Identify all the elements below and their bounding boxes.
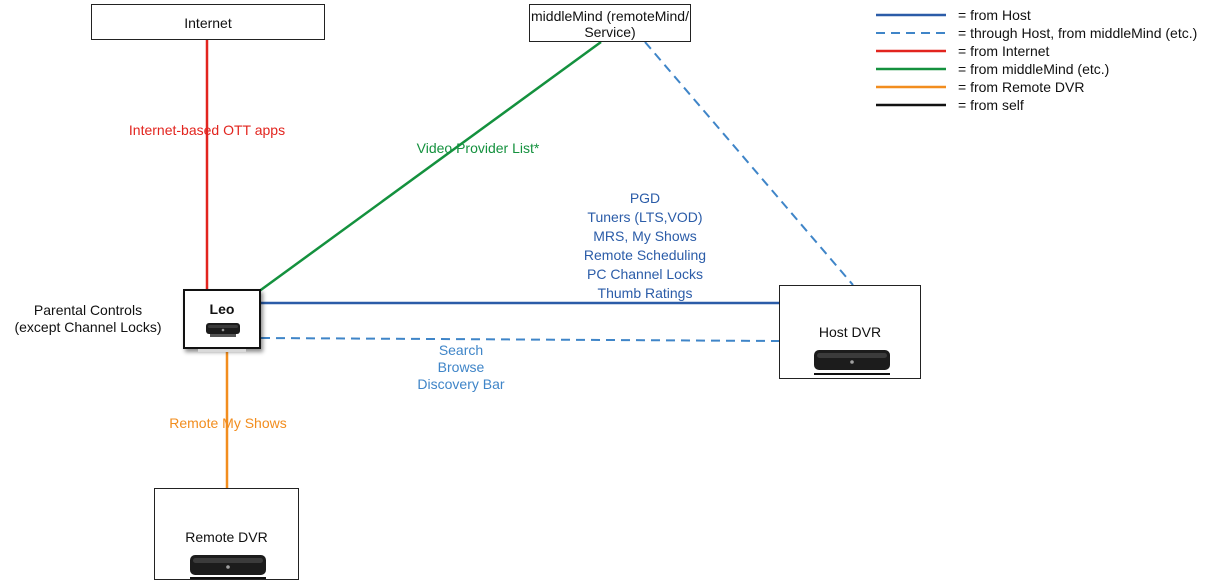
through-host-feature-item: Browse xyxy=(437,359,485,375)
legend-label: = from Internet xyxy=(958,43,1050,59)
remote-my-shows-label: Remote My Shows xyxy=(169,415,287,431)
video-provider-list-label: Video Provider List* xyxy=(416,140,540,156)
through-host-to-leo-dashed-line xyxy=(260,337,780,342)
internet-label: Internet xyxy=(184,15,232,31)
middlemind-to-host-dashed-line xyxy=(644,41,854,286)
legend-row-from-middlemind: = from middleMind (etc.) xyxy=(876,61,1226,77)
legend-label: = from Host xyxy=(958,7,1031,23)
remote-dvr-label: Remote DVR xyxy=(185,529,268,545)
middlemind-label-line2: Service) xyxy=(584,24,636,40)
legend-swatch xyxy=(876,67,946,71)
legend-swatch xyxy=(876,85,946,89)
legend-label: = from Remote DVR xyxy=(958,79,1085,95)
legend-swatch xyxy=(876,103,946,107)
through-host-feature-item: Discovery Bar xyxy=(417,376,505,392)
middlemind-to-leo-line xyxy=(257,40,602,294)
legend-label: = from self xyxy=(958,97,1024,113)
host-feature-item: Thumb Ratings xyxy=(597,285,693,301)
leo-node: Leo xyxy=(183,289,261,349)
remote-dvr-device-icon xyxy=(190,555,266,579)
legend-label: = from middleMind (etc.) xyxy=(958,61,1110,77)
legend-swatch xyxy=(876,49,946,53)
host-feature-item: Remote Scheduling xyxy=(583,247,707,263)
internet-ott-label: Internet-based OTT apps xyxy=(128,122,286,138)
legend-row-from-self: = from self xyxy=(876,97,1226,113)
leo-shadow-base xyxy=(198,349,246,352)
host-dvr-label: Host DVR xyxy=(818,324,882,340)
through-host-feature-item: Search xyxy=(438,342,484,358)
parental-controls-line2: (except Channel Locks) xyxy=(14,319,162,335)
middlemind-label-line1: middleMind (remoteMind/ xyxy=(531,8,689,24)
leo-label: Leo xyxy=(209,301,235,317)
host-dvr-device-icon xyxy=(814,350,890,375)
host-feature-item: Tuners (LTS,VOD) xyxy=(587,209,703,225)
parental-controls-line1: Parental Controls xyxy=(33,302,143,318)
middlemind-node: middleMind (remoteMind/ Service) xyxy=(529,4,691,42)
internet-node: Internet xyxy=(91,4,325,40)
legend-row-from-remote-dvr: = from Remote DVR xyxy=(876,79,1226,95)
legend-row-from-host: = from Host xyxy=(876,7,1226,23)
host-dvr-node: Host DVR xyxy=(779,285,921,379)
host-feature-item: PGD xyxy=(629,190,661,206)
legend-label: = through Host, from middleMind (etc.) xyxy=(958,25,1198,41)
remote-dvr-node: Remote DVR xyxy=(154,488,299,580)
legend-row-from-internet: = from Internet xyxy=(876,43,1226,59)
host-feature-item: MRS, My Shows xyxy=(593,228,697,244)
legend-row-through-host: = through Host, from middleMind (etc.) xyxy=(876,25,1226,41)
leo-device-icon xyxy=(206,323,240,337)
legend-swatch xyxy=(876,13,946,17)
legend-swatch xyxy=(876,32,946,34)
host-feature-item: PC Channel Locks xyxy=(587,266,703,282)
